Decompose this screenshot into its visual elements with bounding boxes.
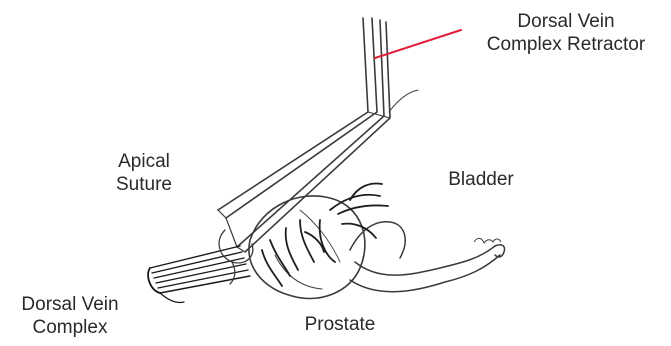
label-bladder-text: Bladder (436, 168, 526, 191)
label-retractor-line1: Dorsal Vein (466, 10, 666, 33)
label-apical-line2: Suture (104, 173, 184, 196)
retractor-pointer-line (375, 30, 461, 58)
label-dorsal-vein-complex: Dorsal Vein Complex (10, 293, 130, 339)
label-dvc-line1: Dorsal Vein (10, 293, 130, 316)
label-dvc-line2: Complex (10, 316, 130, 339)
label-prostate: Prostate (295, 313, 385, 336)
label-dorsal-vein-complex-retractor: Dorsal Vein Complex Retractor (466, 10, 666, 56)
label-apical-line1: Apical (104, 150, 184, 173)
label-apical-suture: Apical Suture (104, 150, 184, 196)
bladder-outline (350, 222, 505, 292)
label-prostate-text: Prostate (295, 313, 385, 336)
label-bladder: Bladder (436, 168, 526, 191)
label-retractor-line2: Complex Retractor (466, 33, 666, 56)
artist-signature (474, 238, 501, 243)
